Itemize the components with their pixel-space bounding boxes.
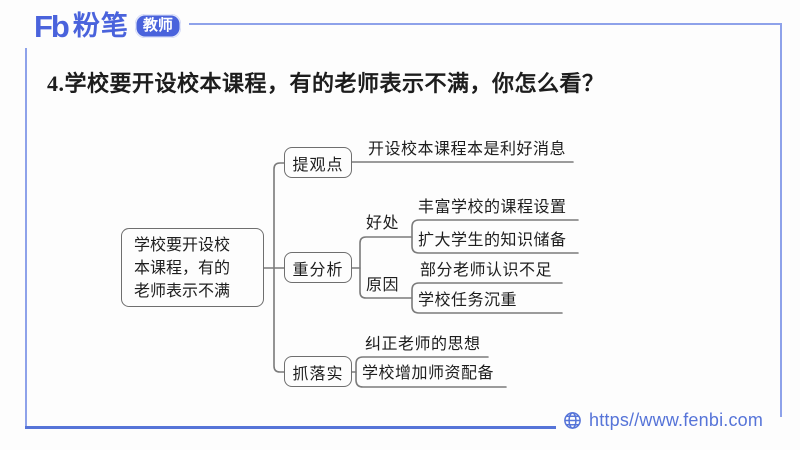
globe-icon: [564, 412, 581, 429]
leaf-node: 丰富学校的课程设置: [418, 199, 567, 216]
root-node-line: 学校要开设校: [134, 237, 231, 254]
frame-border-right: [780, 23, 782, 417]
root-node-line: 本课程，有的: [134, 260, 231, 277]
group-label-reasons: 原因: [366, 277, 400, 294]
leaf-node: 扩大学生的知识储备: [418, 232, 567, 249]
branch-node-viewpoint: 提观点: [284, 147, 352, 178]
leaf-node: 部分老师认识不足: [420, 262, 553, 279]
leaf-node: 学校任务沉重: [418, 292, 518, 309]
page-title: 4.学校要开设校本课程，有的老师表示不满，你怎么看？: [47, 71, 605, 96]
branch-node-implementation: 抓落实: [284, 356, 352, 387]
site-url: https//www.fenbi.com: [589, 410, 764, 430]
leaf-node: 开设校本课程本是利好消息: [368, 141, 567, 158]
frame-border-bottom: [25, 426, 556, 429]
root-node: 学校要开设校 本课程，有的 老师表示不满: [121, 228, 264, 307]
frame-border-left: [25, 48, 27, 428]
group-label-benefits: 好处: [366, 215, 400, 232]
leaf-node: 纠正老师的思想: [365, 336, 481, 353]
brand-name: 粉笔: [72, 10, 129, 41]
root-node-line: 老师表示不满: [134, 283, 231, 300]
branch-node-analysis: 重分析: [284, 252, 352, 283]
leaf-node: 学校增加师资配备: [362, 365, 495, 382]
frame-border-top: [189, 23, 782, 25]
fenbi-logo-icon: Fb: [34, 8, 70, 44]
brand-logo: Fb 粉笔 教师: [34, 8, 181, 44]
teacher-badge: 教师: [134, 14, 181, 38]
footer: https//www.fenbi.com: [563, 410, 763, 431]
